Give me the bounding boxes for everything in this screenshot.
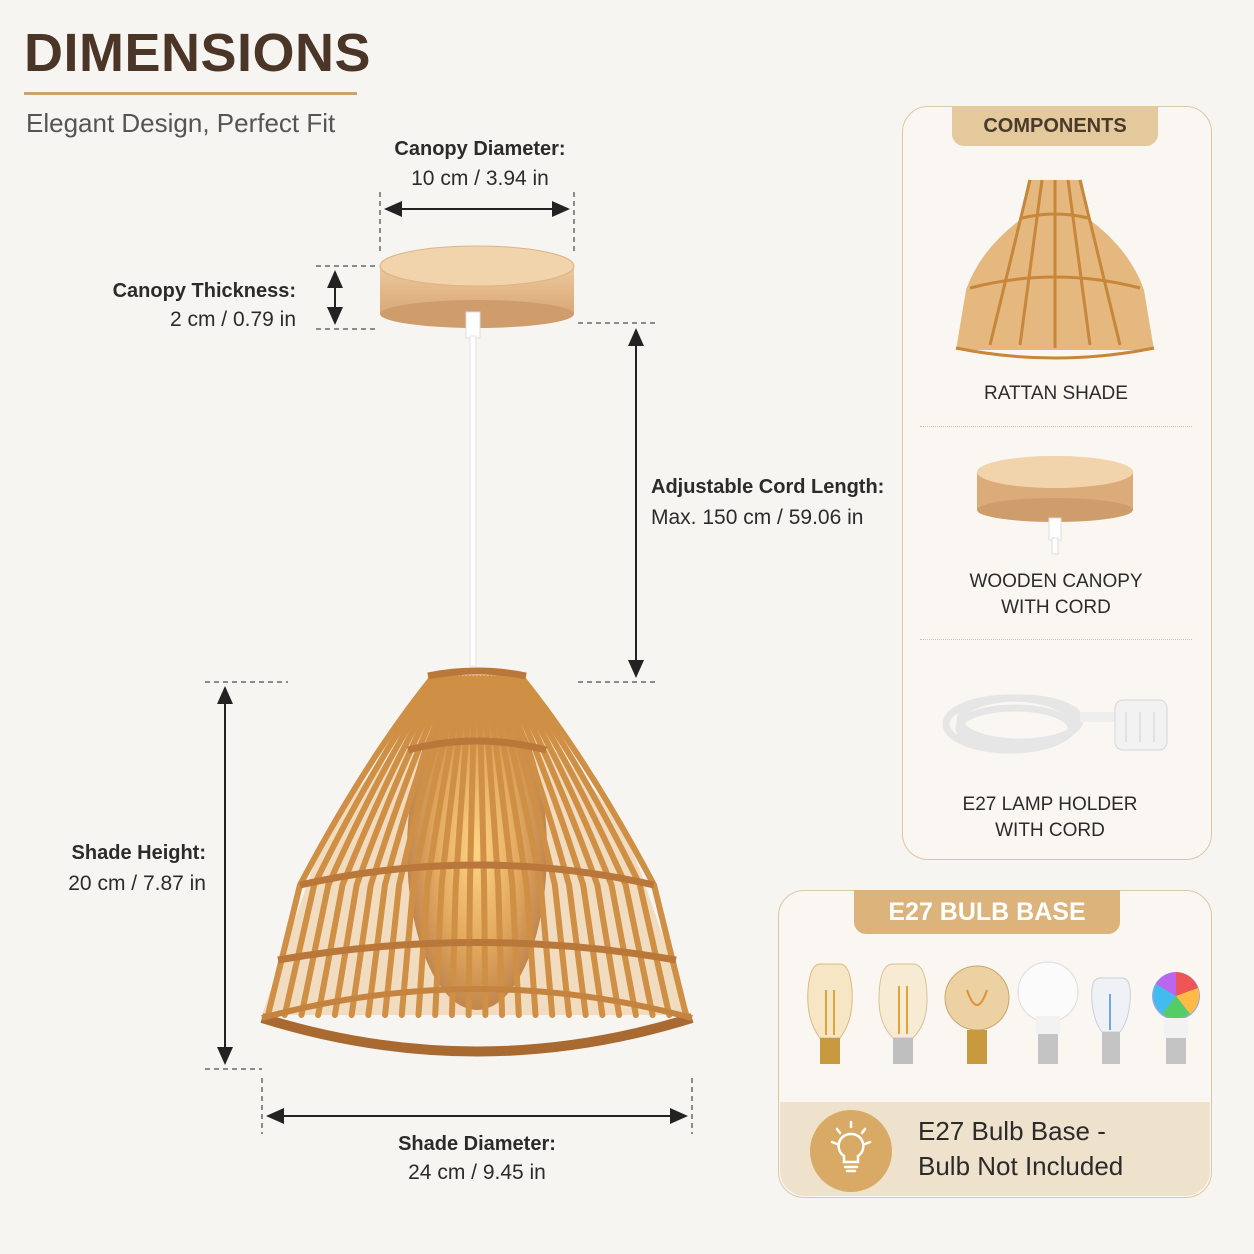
lamp-dimension-diagram xyxy=(205,192,694,1134)
component-divider xyxy=(920,426,1192,427)
component-label-canopy-line1: WOODEN CANOPY xyxy=(969,571,1143,592)
rattan-rib xyxy=(298,675,443,1018)
rattan-rib xyxy=(281,675,439,1018)
rattan-shade-illustration xyxy=(260,667,694,1057)
rattan-rib xyxy=(265,675,435,1018)
edison-st64-icon xyxy=(807,963,853,1064)
cord-length-value: Max. 150 cm / 59.06 in xyxy=(651,506,864,529)
cord-length-label: Adjustable Cord Length: xyxy=(651,476,885,498)
bulb-note-line1: E27 Bulb Base - xyxy=(918,1116,1106,1146)
wooden-canopy-component-icon xyxy=(977,456,1133,555)
canopy-diameter-value: 10 cm / 3.94 in xyxy=(411,167,549,190)
clear-led-icon xyxy=(1091,977,1131,1064)
rattan-rib xyxy=(519,675,689,1018)
canopy-thickness-label: Canopy Thickness: xyxy=(112,280,296,302)
components-title: COMPONENTS xyxy=(952,106,1158,146)
title-underline xyxy=(24,92,357,95)
rattan-rib xyxy=(508,675,639,1018)
compatible-bulbs-row xyxy=(807,961,1200,1064)
shade-diameter-value: 24 cm / 9.45 in xyxy=(408,1161,546,1184)
lightbulb-icon-badge xyxy=(810,1110,892,1192)
component-divider xyxy=(920,639,1192,640)
rattan-rib xyxy=(511,675,656,1018)
shade-height-label: Shade Height: xyxy=(71,842,206,864)
lamp-holder-component-icon xyxy=(942,694,1168,754)
lightbulb-icon xyxy=(830,1120,872,1173)
page-subtitle: Elegant Design, Perfect Fit xyxy=(26,108,336,138)
component-label-holder-line2: WITH CORD xyxy=(995,820,1105,841)
bulb-note-line2: Bulb Not Included xyxy=(918,1151,1124,1181)
cord-grip xyxy=(465,311,481,339)
shade-height-value: 20 cm / 7.87 in xyxy=(68,872,206,895)
rgb-smart-icon xyxy=(1152,972,1200,1064)
edison-g80-icon xyxy=(944,965,1010,1064)
canopy-diameter-label: Canopy Diameter: xyxy=(394,138,566,160)
component-label-canopy-line2: WITH CORD xyxy=(1001,597,1111,618)
shade-diameter-label: Shade Diameter: xyxy=(398,1133,556,1155)
rattan-rib xyxy=(504,675,623,1018)
rattan-rib xyxy=(315,675,446,1018)
frosted-a19-icon xyxy=(1017,961,1079,1064)
component-label-holder-line1: E27 LAMP HOLDER xyxy=(962,794,1138,815)
bulb-base-title: E27 BULB BASE xyxy=(854,890,1120,934)
page-title: DIMENSIONS xyxy=(24,23,372,83)
edison-st58-icon xyxy=(878,963,928,1064)
cord xyxy=(469,335,477,667)
canopy-thickness-value: 2 cm / 0.79 in xyxy=(169,308,296,331)
rattan-rib xyxy=(515,675,673,1018)
rattan-rib xyxy=(331,675,450,1018)
rattan-shade-component-icon xyxy=(955,179,1155,360)
component-label-rattan-shade: RATTAN SHADE xyxy=(984,383,1128,404)
